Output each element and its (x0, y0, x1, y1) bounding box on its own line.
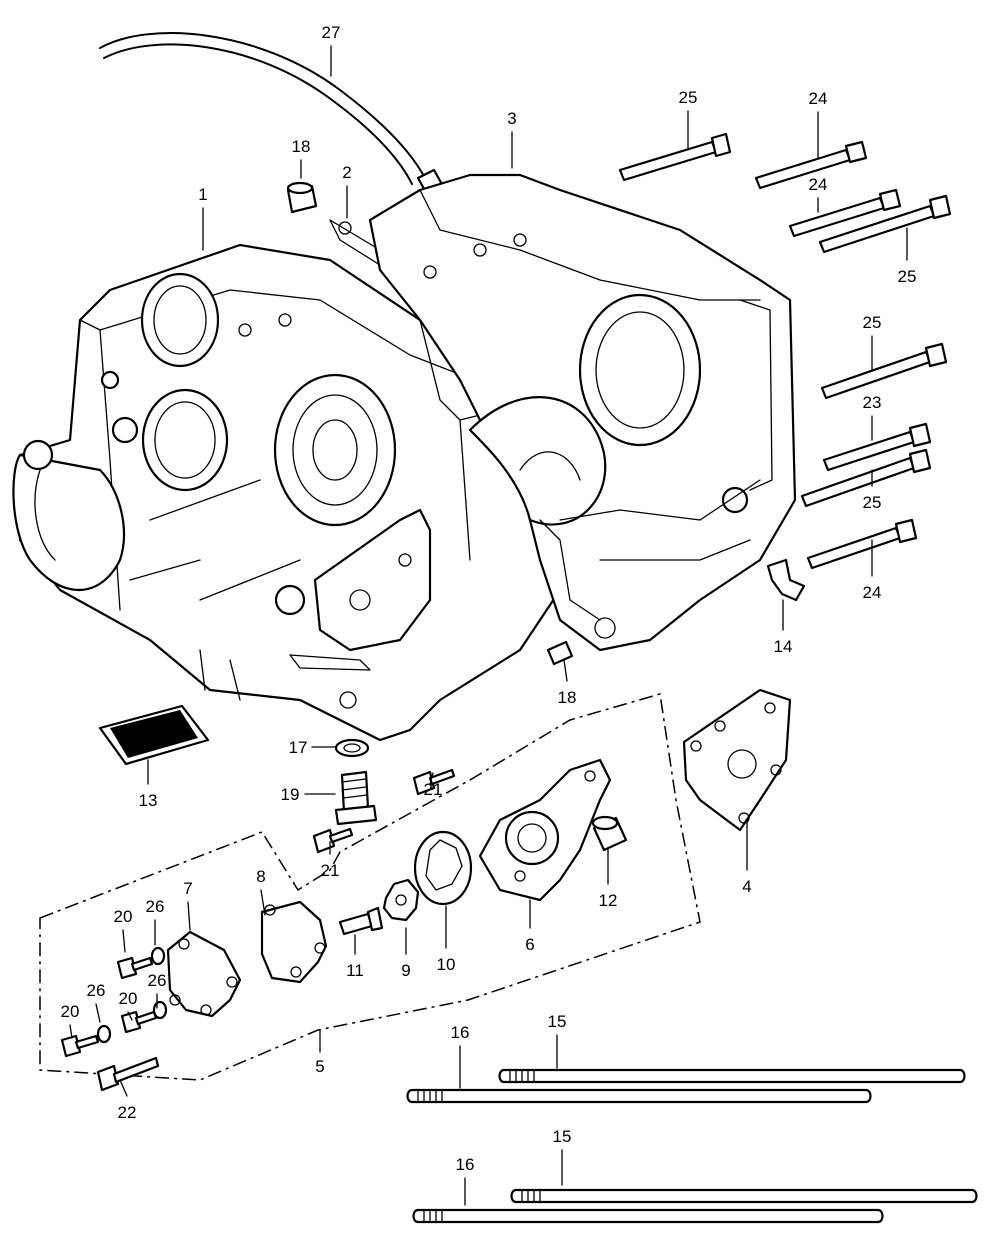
callout-number: 23 (863, 393, 882, 412)
callout-number: 7 (183, 879, 192, 898)
callout-number: 22 (118, 1103, 137, 1122)
drain-bolt (334, 770, 378, 826)
cover-screws (60, 946, 168, 1092)
callout-number: 26 (146, 897, 165, 916)
callout-number: 2 (342, 163, 351, 182)
oil-pump-body (478, 758, 612, 902)
pump-cover-gasket (260, 900, 328, 984)
oil-strainer-screen (98, 704, 210, 766)
callout-number: 25 (898, 267, 917, 286)
callout-number: 20 (61, 1002, 80, 1021)
callout-leader (429, 772, 434, 785)
callout-number: 24 (809, 89, 828, 108)
callout-leader (69, 1024, 73, 1039)
callout-number: 24 (809, 175, 828, 194)
callout-number: 25 (679, 88, 698, 107)
oil-pump-assembly-outline (39, 693, 701, 1081)
pump-shaft (338, 906, 384, 936)
callout-number: 19 (281, 785, 300, 804)
flange-bolts (618, 132, 952, 570)
callout-number: 20 (114, 907, 133, 926)
callout-leader (260, 889, 266, 916)
callout-number: 15 (548, 1012, 567, 1031)
callout-leader (563, 659, 568, 682)
callout-number: 16 (451, 1023, 470, 1042)
callout-number: 16 (456, 1155, 475, 1174)
callout-number: 24 (863, 583, 882, 602)
callout-number: 18 (558, 688, 577, 707)
callout-number: 27 (322, 23, 341, 42)
callout-number: 3 (507, 109, 516, 128)
callout-number: 1 (198, 185, 207, 204)
callout-number: 12 (599, 891, 618, 910)
callout-number: 26 (87, 981, 106, 1000)
callout-leader (95, 1003, 101, 1023)
callout-number: 8 (256, 867, 265, 886)
dowel-pin-lower (546, 640, 574, 666)
callout-number: 6 (525, 935, 534, 954)
inner-rotor (382, 878, 420, 922)
screw-lower (312, 827, 354, 854)
pump-mounting-gasket (682, 688, 792, 832)
sealing-washer (334, 738, 370, 758)
callout-number: 9 (401, 961, 410, 980)
cable-clip (766, 558, 806, 602)
callout-number: 5 (315, 1057, 324, 1076)
callout-number: 26 (148, 971, 167, 990)
callout-number: 25 (863, 493, 882, 512)
cylinder-studs (406, 1068, 978, 1224)
callout-leader (122, 929, 126, 953)
pump-collar (591, 815, 628, 852)
left-crankcase (12, 243, 582, 742)
callout-leader (127, 1011, 133, 1021)
right-crankcase (368, 173, 797, 652)
callout-number: 17 (289, 738, 308, 757)
callout-number: 13 (139, 791, 158, 810)
callout-leader (187, 901, 191, 931)
outer-rotor (413, 830, 473, 906)
callout-number: 21 (424, 780, 443, 799)
callout-number: 15 (553, 1127, 572, 1146)
callout-number: 4 (742, 877, 751, 896)
callout-number: 11 (346, 961, 364, 980)
screw-upper (412, 768, 456, 796)
dowel-pin-upper (286, 181, 318, 214)
callout-number: 21 (321, 861, 340, 880)
callout-number: 14 (774, 637, 793, 656)
callout-number: 25 (863, 313, 882, 332)
pump-cover (166, 930, 242, 1018)
callout-number: 10 (437, 955, 456, 974)
callout-number: 20 (119, 989, 138, 1008)
breather-tube (99, 32, 446, 198)
callout-number: 18 (292, 137, 311, 156)
callout-leader (119, 1079, 128, 1097)
